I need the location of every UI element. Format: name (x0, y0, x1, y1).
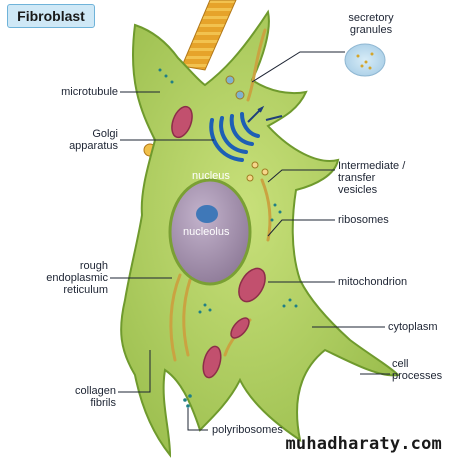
golgi-art (209, 112, 260, 162)
label-line: collagen (75, 385, 116, 397)
label-line: rough (79, 260, 108, 272)
label-rough-er: rough endoplasmic reticulum (20, 260, 108, 296)
label-intermediate-vesicles: Intermediate / transfer vesicles (338, 160, 443, 196)
label-microtubule: microtubule (61, 86, 118, 98)
label-collagen-fibrils: collagen fibrils (30, 385, 116, 409)
label-line: endoplasmic (46, 272, 108, 284)
nucleolus-shape (196, 205, 218, 223)
label-line: processes (392, 370, 443, 382)
cell-body (120, 9, 400, 458)
label-line: reticulum (63, 284, 108, 296)
label-line: granules (349, 24, 393, 36)
leader-lines (110, 51, 390, 431)
label-nucleus: nucleus (192, 170, 230, 182)
label-line: secretory (348, 12, 394, 24)
label-polyribosomes: polyribosomes (212, 424, 283, 436)
label-line: Golgi (92, 128, 118, 140)
label-line: cell (392, 358, 409, 370)
label-cytoplasm: cytoplasm (388, 321, 438, 333)
label-line: transfer (338, 172, 376, 184)
watermark: muhadharaty.com (285, 434, 442, 454)
secretory-granule-inset (344, 43, 386, 77)
label-golgi-apparatus: Golgi apparatus (30, 128, 118, 152)
mitochondria-art (171, 105, 266, 379)
label-nucleolus: nucleolus (183, 226, 230, 238)
label-line: vesicles (338, 184, 378, 196)
ribosomes-art (158, 68, 298, 408)
label-line: apparatus (69, 140, 118, 152)
label-line: fibrils (90, 397, 116, 409)
label-mitochondrion: mitochondrion (338, 276, 408, 288)
label-line: Intermediate / (338, 160, 406, 172)
vesicles-art (225, 75, 269, 182)
label-secretory-granules: secretory granules (336, 12, 406, 36)
label-ribosomes: ribosomes (338, 214, 389, 226)
secretion-arrows (247, 105, 283, 123)
diagram-title: Fibroblast (7, 4, 95, 28)
label-cell-processes: cell processes (392, 358, 442, 382)
nucleus-shape (168, 178, 252, 286)
